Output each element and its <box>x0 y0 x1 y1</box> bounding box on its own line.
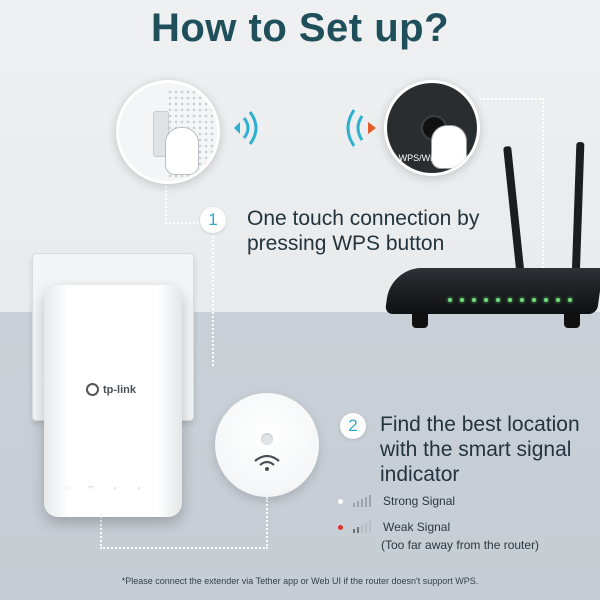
signal-bars-icon <box>353 495 371 507</box>
router <box>384 140 600 340</box>
signal-indicator-zoom <box>215 393 319 497</box>
brand-text: tp-link <box>103 383 136 396</box>
router-foot <box>412 312 428 328</box>
legend-weak-note: (Too far away from the router) <box>381 538 540 552</box>
wifi-waves-icon <box>228 108 262 148</box>
band-led-icon: ▫ <box>137 486 141 492</box>
legend-weak-signal: Weak Signal <box>338 520 450 534</box>
finger-press-icon <box>431 125 467 169</box>
router-antenna-left <box>503 145 525 279</box>
footnote: *Please connect the extender via Tether … <box>121 576 479 586</box>
page-title: How to Set up? <box>150 6 450 50</box>
step-1-number: 1 <box>200 207 226 233</box>
connector-extender-right <box>212 236 214 366</box>
wifi-icon <box>253 453 281 478</box>
router-body <box>384 268 600 314</box>
tp-link-logo-icon <box>86 383 99 396</box>
legend-strong-signal: Strong Signal <box>338 494 455 508</box>
step-2-text: Find the best location with the smart si… <box>380 413 580 486</box>
router-led-row <box>448 298 572 302</box>
router-antenna-right <box>571 141 585 281</box>
router-wps-zoom: WPS/Wi-Fi On/Off <box>384 80 480 176</box>
band-led-icon: ▫ <box>113 486 117 492</box>
weak-indicator-dot <box>338 524 343 530</box>
tp-link-logo: tp-link <box>86 383 136 396</box>
step-2-number: 2 <box>340 413 366 439</box>
connector-extender-to-step1 <box>165 182 199 224</box>
indicator-light <box>261 433 273 445</box>
connector-router-zoom <box>480 98 544 268</box>
extender-wps-zoom <box>116 80 220 184</box>
signal-bars-icon <box>353 521 371 533</box>
range-extender: tp-link ◌ ◠ ▫ ▫ <box>44 285 182 517</box>
finger-press-icon <box>165 127 199 175</box>
legend-weak-label: Weak Signal <box>383 520 451 534</box>
step-1-text: One touch connection by pressing WPS but… <box>247 207 480 255</box>
signal-led-icon: ◠ <box>88 486 94 492</box>
extender-led-row: ◌ ◠ ▫ ▫ <box>62 485 144 493</box>
router-foot <box>564 312 580 328</box>
power-led-icon: ◌ <box>65 486 69 492</box>
connector-signal-bottom <box>100 497 268 549</box>
strong-indicator-dot <box>338 498 343 504</box>
legend-strong-label: Strong Signal <box>383 494 456 508</box>
wifi-waves-icon <box>340 106 380 150</box>
router-button-label: WPS/Wi-Fi On/Off <box>398 153 472 163</box>
